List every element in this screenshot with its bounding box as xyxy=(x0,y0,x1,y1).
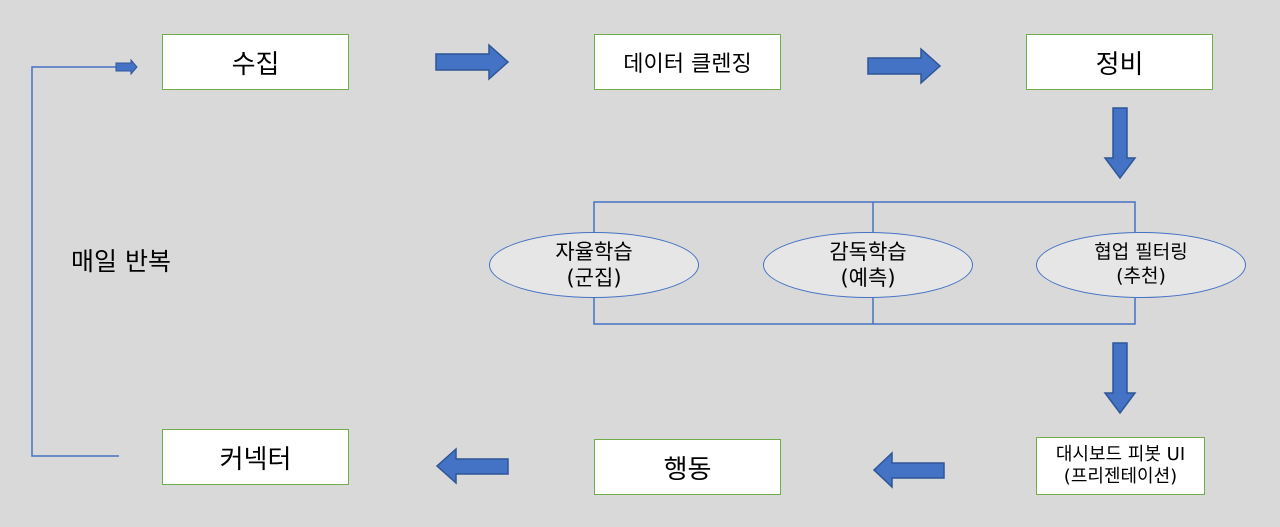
dashboard-label-line1: 대시보드 피봇 UI xyxy=(1055,443,1186,465)
supervised-label-line2: (예측) xyxy=(840,266,896,290)
dashboard-node: 대시보드 피봇 UI (프리젠테이션) xyxy=(1036,437,1205,495)
collaborative-label-line2: (추천) xyxy=(1116,265,1166,287)
arrow-methods-to-dashboard xyxy=(1103,342,1137,415)
preparation-node: 정비 xyxy=(1026,34,1213,90)
cleansing-node: 데이터 클렌징 xyxy=(594,34,781,90)
arrow-dashboard-to-action xyxy=(872,451,945,489)
loop-arrowhead xyxy=(115,58,138,76)
collaborative-label-line1: 협업 필터링 xyxy=(1094,241,1188,264)
unsupervised-label-line1: 자율학습 xyxy=(555,239,633,264)
connector-node: 커넥터 xyxy=(162,429,349,485)
collaborative-filtering-node: 협업 필터링 (추천) xyxy=(1036,232,1246,298)
action-node: 행동 xyxy=(594,439,781,495)
dashboard-label-line2: (프리젠테이션) xyxy=(1063,466,1178,487)
arrow-preparation-to-methods xyxy=(1103,107,1137,180)
action-label: 행동 xyxy=(663,454,712,485)
cleansing-label: 데이터 클렌징 xyxy=(623,52,752,77)
preparation-label: 정비 xyxy=(1095,49,1144,80)
collect-label: 수집 xyxy=(231,49,280,80)
arrow-action-to-connector xyxy=(435,447,509,485)
collect-node: 수집 xyxy=(162,34,349,90)
loop-label: 매일 반복 xyxy=(71,247,171,276)
learning-bracket xyxy=(593,201,1136,325)
unsupervised-learning-node: 자율학습 (군집) xyxy=(489,232,699,298)
supervised-label-line1: 감독학습 xyxy=(829,239,907,264)
arrow-collect-to-cleansing xyxy=(435,43,510,81)
connector-label: 커넥터 xyxy=(219,444,292,475)
loop-line xyxy=(31,66,119,457)
supervised-learning-node: 감독학습 (예측) xyxy=(763,232,973,298)
arrow-cleansing-to-preparation xyxy=(867,47,942,85)
unsupervised-label-line2: (군집) xyxy=(566,266,622,290)
